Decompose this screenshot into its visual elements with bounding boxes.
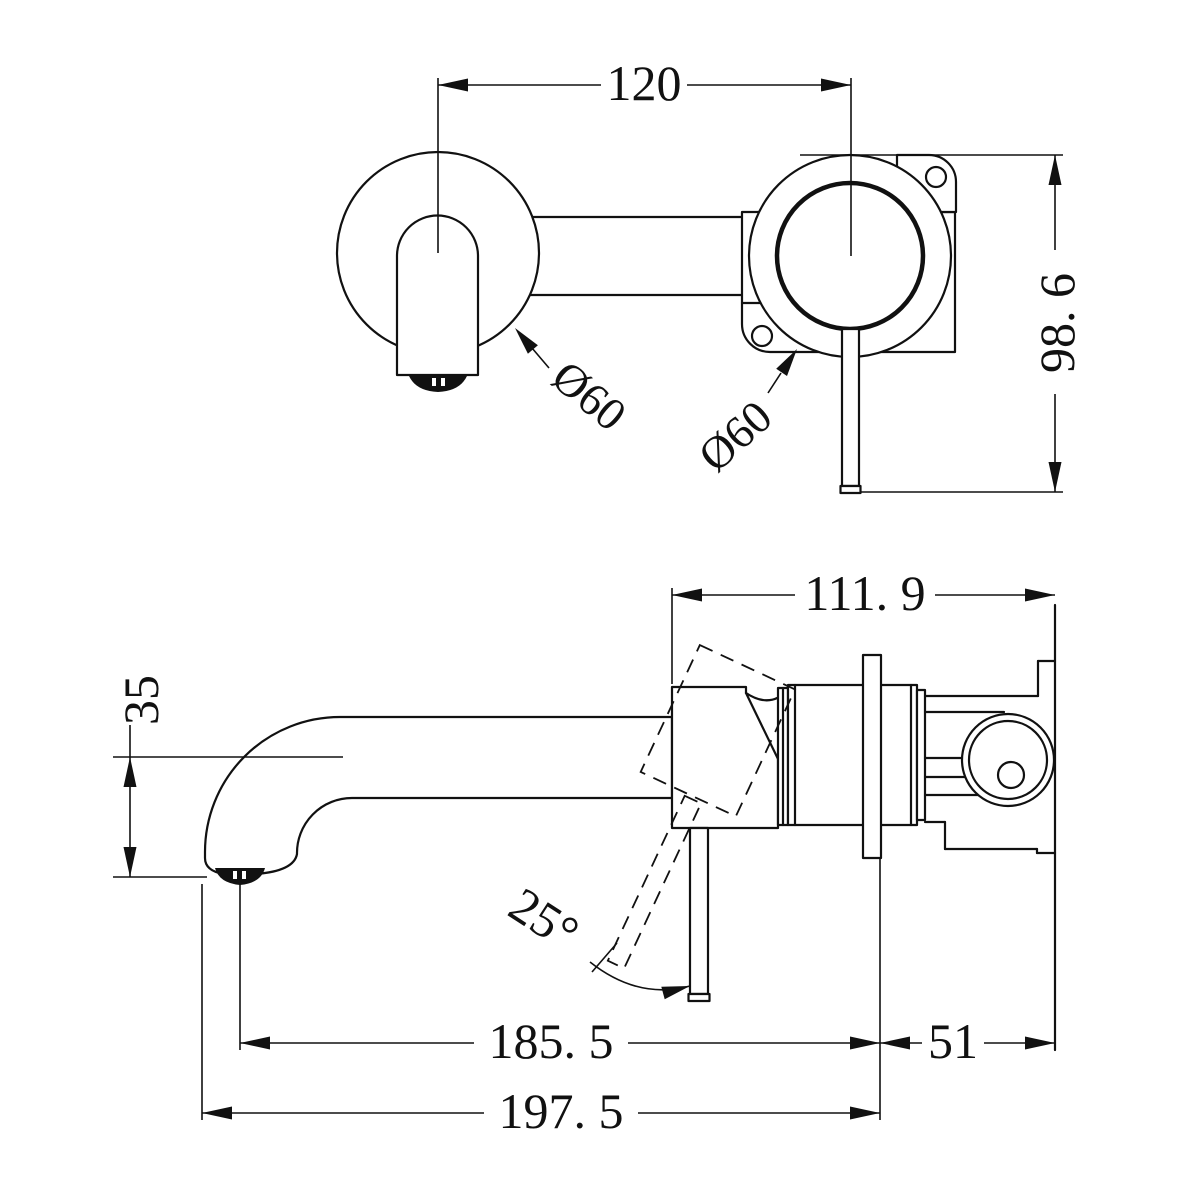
aerator-notch (242, 871, 246, 879)
mixer-handle-base-circle (774, 180, 926, 332)
dim-label-drop: 35 (113, 675, 169, 725)
dim-label-depth: 111. 9 (804, 565, 925, 621)
body-step-band (915, 688, 927, 822)
dim-label-reach: 185. 5 (489, 1013, 614, 1069)
body-cylinder (786, 683, 919, 827)
dim-label-width: 120 (607, 55, 682, 111)
valve-body (943, 603, 1057, 1052)
dim-label-rear-depth: 51 (928, 1013, 978, 1069)
aerator-notch (441, 378, 445, 386)
dimension-35: 35 (113, 675, 343, 878)
wall-flange-side (861, 653, 883, 860)
dimension-111-9: 111. 9 (671, 565, 1055, 684)
handle-swung-dashed (606, 643, 797, 970)
label-spout-diameter: Ø60 (515, 328, 636, 441)
mixer-lever-end-cap (839, 484, 862, 495)
dim-label-height: 98. 6 (1029, 273, 1085, 373)
spout-front (395, 214, 480, 377)
spout-aerator-front (409, 376, 467, 392)
label-mixer-diameter: Ø60 (689, 349, 797, 481)
aerator-notch (233, 871, 237, 879)
valve-port (996, 760, 1026, 790)
dimension-98-6: 98. 6 (800, 154, 1085, 493)
spout-aerator-side (215, 868, 265, 885)
aerator-notch (432, 378, 436, 386)
mixer-lever-side (688, 826, 710, 996)
dimension-185-5: 185. 5 (239, 884, 880, 1069)
dim-label-angle: 25° (500, 876, 589, 961)
mixer-lever-front (840, 327, 861, 488)
dimension-25-deg: 25° (500, 876, 691, 1000)
dimension-51: 51 (880, 1013, 1055, 1069)
spout-side-profile (203, 715, 674, 876)
dimension-197-5: 197. 5 (201, 884, 880, 1139)
side-view: 25° 111. 9 35 185. 5 (113, 565, 1057, 1139)
dia-label-mixer: Ø60 (689, 391, 782, 482)
valve-boss-inner (967, 719, 1049, 801)
bracket-screw-hole-bottom (750, 324, 774, 348)
dimension-120: 120 (437, 55, 852, 256)
dia-label-spout: Ø60 (543, 351, 636, 441)
handle-body-side (670, 685, 780, 830)
dim-label-total-reach: 197. 5 (499, 1083, 624, 1139)
mixer-lever-side-cap (687, 992, 711, 1003)
front-view: 120 98. 6 Ø60 Ø60 (335, 55, 1085, 495)
bracket-screw-hole-top (924, 165, 948, 189)
